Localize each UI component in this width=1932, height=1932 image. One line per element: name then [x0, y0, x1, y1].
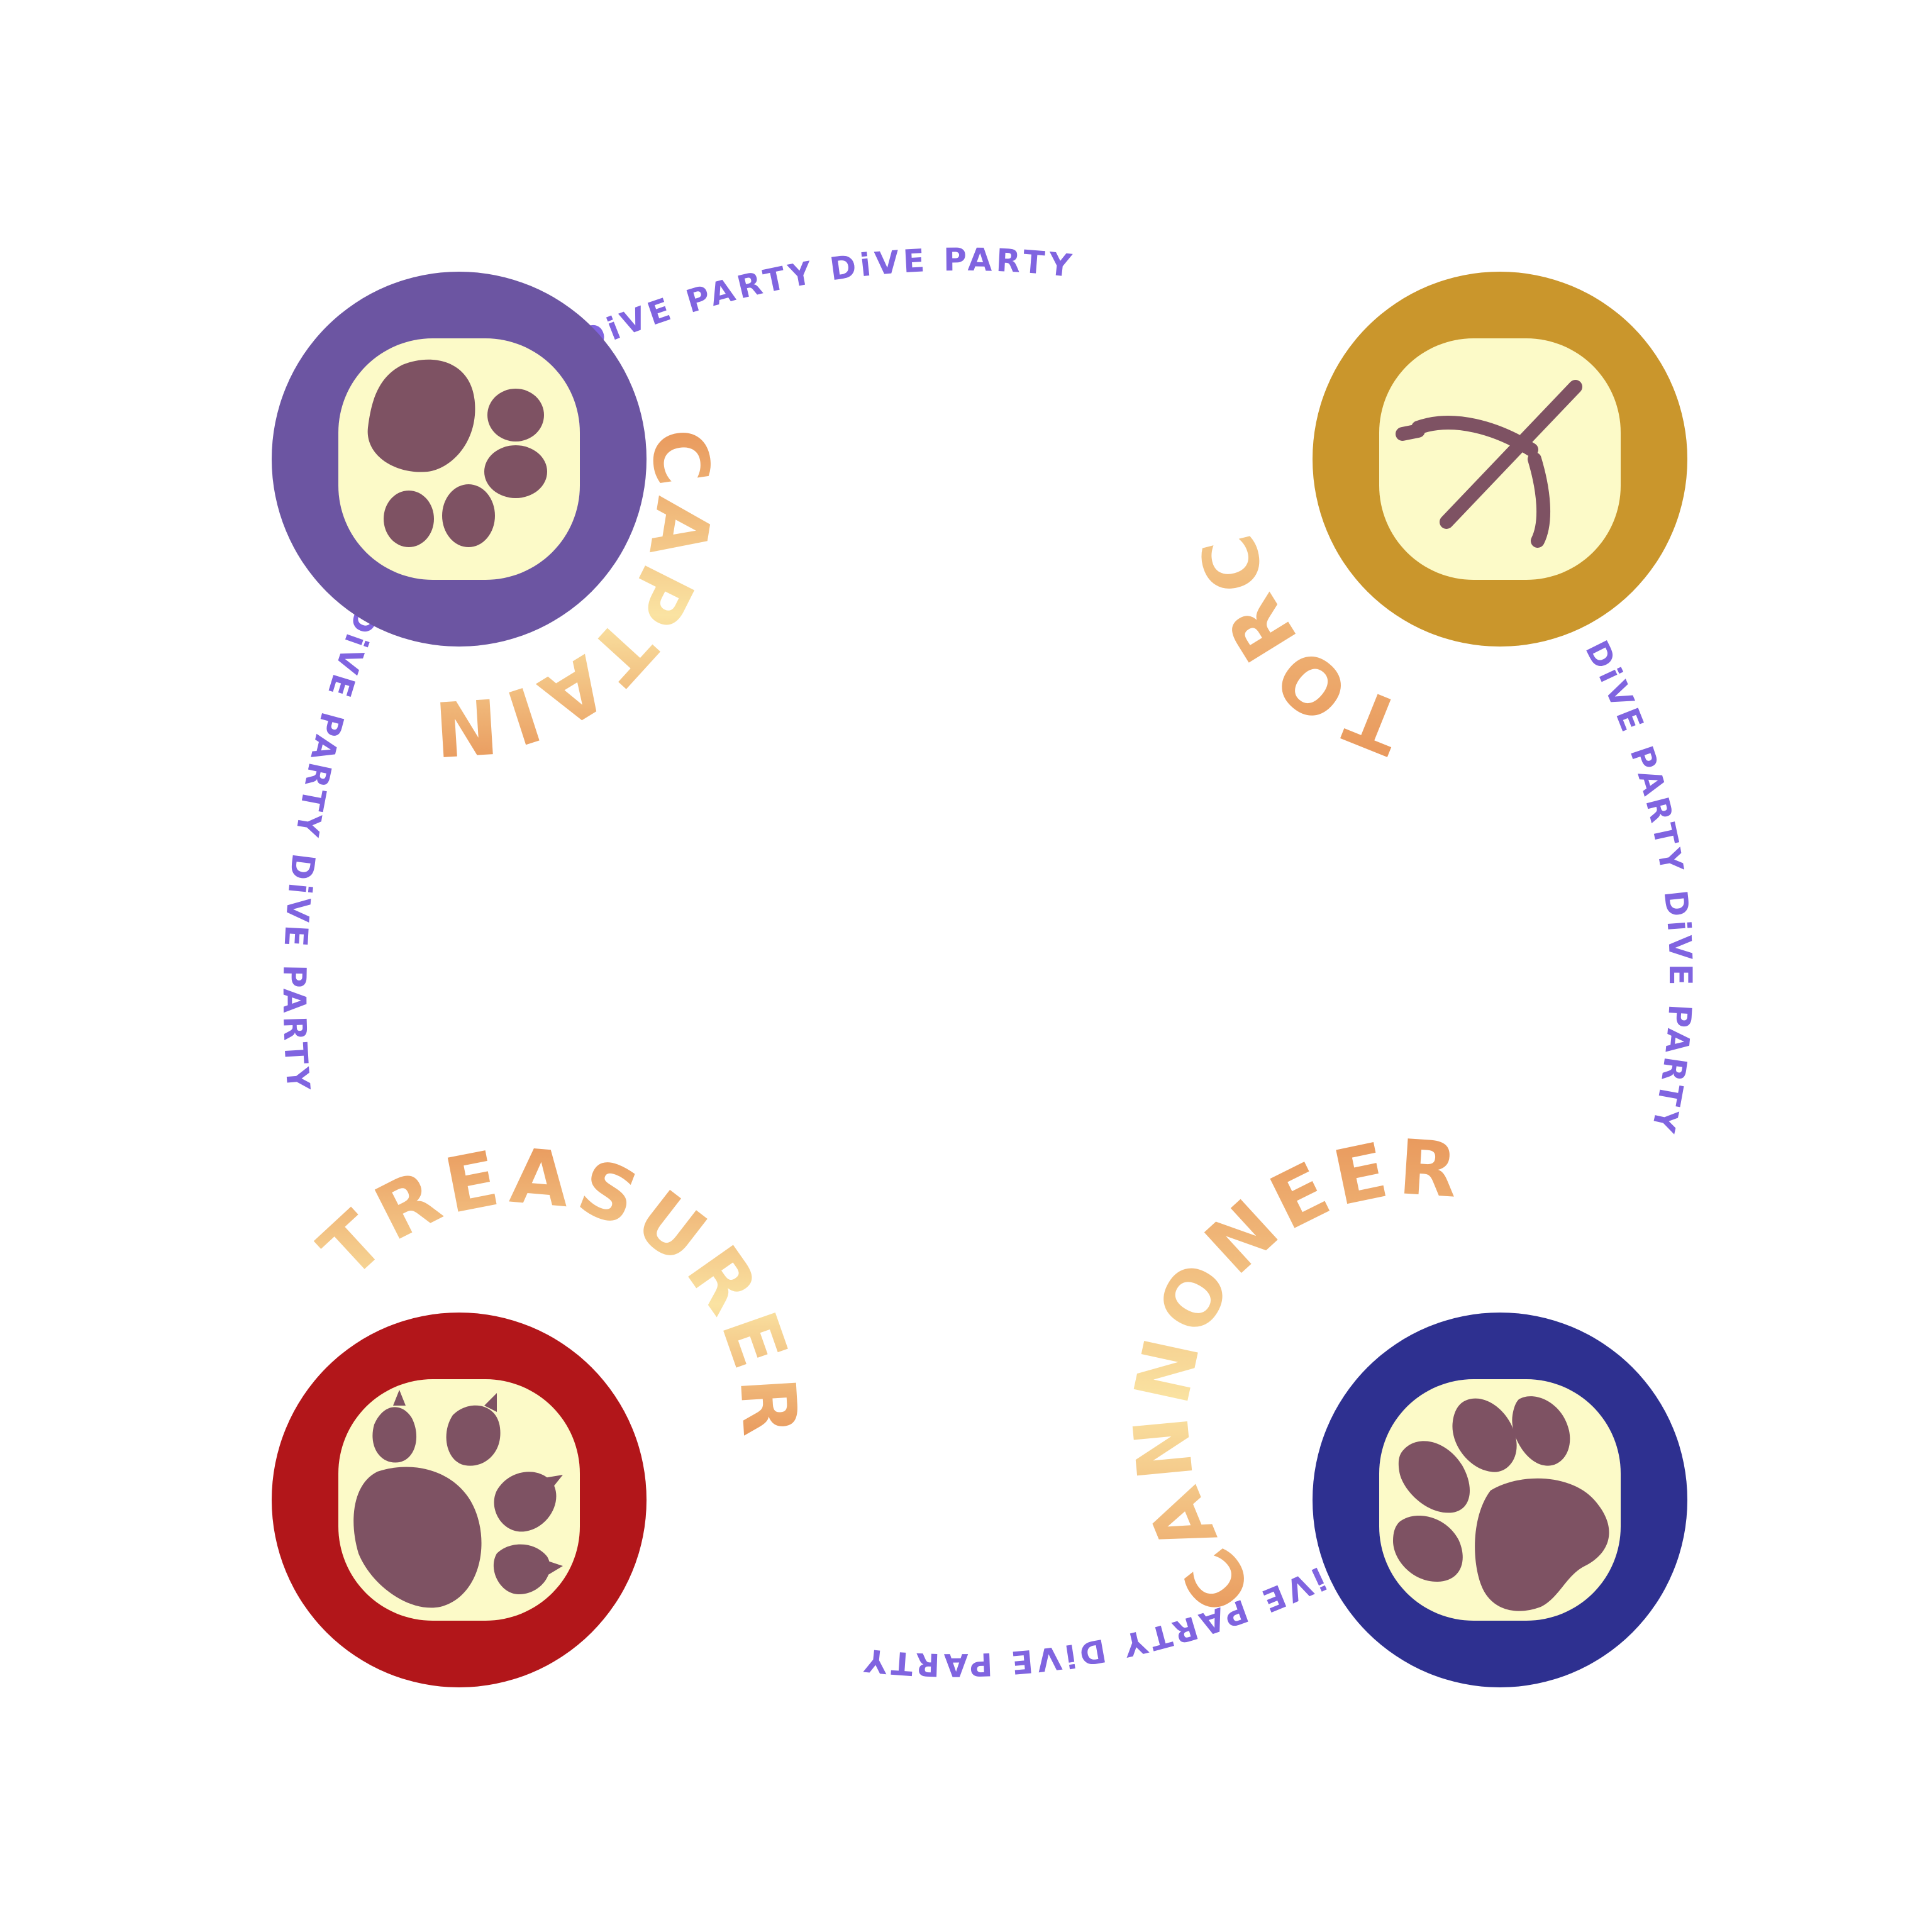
- ring-text-top: DiVE PARTY DiVE PARTY: [574, 242, 1077, 359]
- ring-text-left-path: DiVE PARTY DiVE PARTY: [276, 601, 382, 1096]
- dog-paw-print-icon: [1393, 1396, 1609, 1611]
- ring-text-bottom-path: DiVE PARTY DiVE PARTY: [859, 1546, 1355, 1683]
- ring-text-right-path: DiVE PARTY DiVE PARTY: [1579, 635, 1696, 1140]
- ring-text-left: DiVE PARTY DiVE PARTY: [276, 601, 386, 1096]
- clawed-paw-print-icon: [353, 1390, 563, 1608]
- badge-torch[interactable]: TORCH: [0, 0, 1687, 770]
- role-label-torch: TORCH: [0, 0, 1415, 770]
- ring-text-right: DiVE PARTY DiVE PARTY: [1579, 635, 1699, 1140]
- cat-paw-print-icon: [367, 359, 547, 547]
- badge-treasurer[interactable]: TREASURER: [272, 1133, 814, 1687]
- bird-footprint-icon: [1396, 380, 1582, 548]
- badge-cannoneer[interactable]: CANNONEER: [1117, 1124, 1687, 1687]
- ring-text-top-path: DiVE PARTY DiVE PARTY: [574, 242, 1073, 359]
- ring-text-bottom: DiVE PARTY DiVE PARTY: [859, 1546, 1358, 1683]
